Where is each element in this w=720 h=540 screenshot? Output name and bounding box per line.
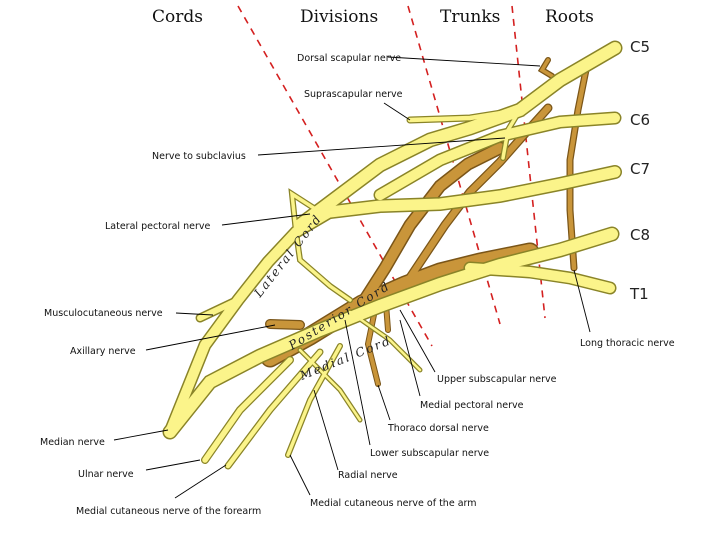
suprascapular-nerve <box>407 107 523 123</box>
label-medial-pectoral: Medial pectoral nerve <box>420 400 524 411</box>
label-ulnar: Ulnar nerve <box>78 469 134 480</box>
root-c5: C5 <box>630 38 650 56</box>
label-dorsal-scapular: Dorsal scapular nerve <box>297 53 401 64</box>
label-thoracodorsal: Thoraco dorsal nerve <box>387 423 489 434</box>
label-lateral-pectoral: Lateral pectoral nerve <box>105 221 210 232</box>
medial-pectoral-nerve <box>348 310 422 372</box>
lateral-cord <box>165 207 335 437</box>
header-roots: Roots <box>545 7 594 27</box>
root-c6: C6 <box>630 111 650 129</box>
long-thoracic-nerve <box>567 57 591 271</box>
label-medial-cutaneous-forearm: Medial cutaneous nerve of the forearm <box>76 506 261 517</box>
ulnar-nerve <box>202 357 293 463</box>
dorsal-scapular-nerve <box>539 58 554 78</box>
header-cords: Cords <box>152 7 203 27</box>
root-labels: C5 C6 C7 C8 T1 <box>629 38 650 303</box>
medial-cutaneous-forearm-nerve <box>225 349 323 469</box>
label-musculocutaneous: Musculocutaneous nerve <box>44 308 163 319</box>
leader-lines <box>113 56 591 499</box>
label-axillary: Axillary nerve <box>70 346 136 357</box>
divider-trunks-roots <box>511 5 546 319</box>
axillary-nerve <box>266 320 304 329</box>
header-trunks: Trunks <box>440 7 500 27</box>
label-upper-subscapular: Upper subscapular nerve <box>437 374 557 385</box>
medial-cord <box>164 228 618 438</box>
label-median: Median nerve <box>40 437 105 448</box>
label-medial-cutaneous-arm: Medial cutaneous nerve of the arm <box>310 498 477 509</box>
section-headers: Cords Divisions Trunks Roots <box>152 7 594 27</box>
label-subclavius: Nerve to subclavius <box>152 151 246 162</box>
label-lower-subscapular: Lower subscapular nerve <box>370 448 489 459</box>
medial-cutaneous-arm-nerve <box>286 344 342 457</box>
nerve-to-subclavius <box>501 108 522 160</box>
anterior-nerves <box>162 40 623 470</box>
lateral-pectoral-nerve <box>289 190 322 234</box>
root-t1: T1 <box>629 285 649 303</box>
root-c7: C7 <box>630 160 650 178</box>
label-long-thoracic: Long thoracic nerve <box>580 338 675 349</box>
label-suprascapular: Suprascapular nerve <box>304 89 403 100</box>
nerve-labels: Dorsal scapular nerve Suprascapular nerv… <box>40 53 675 517</box>
root-c8: C8 <box>630 226 650 244</box>
label-radial: Radial nerve <box>338 470 398 481</box>
lateral-cord-label: Lateral Cord <box>251 211 325 300</box>
header-divisions: Divisions <box>300 7 378 27</box>
